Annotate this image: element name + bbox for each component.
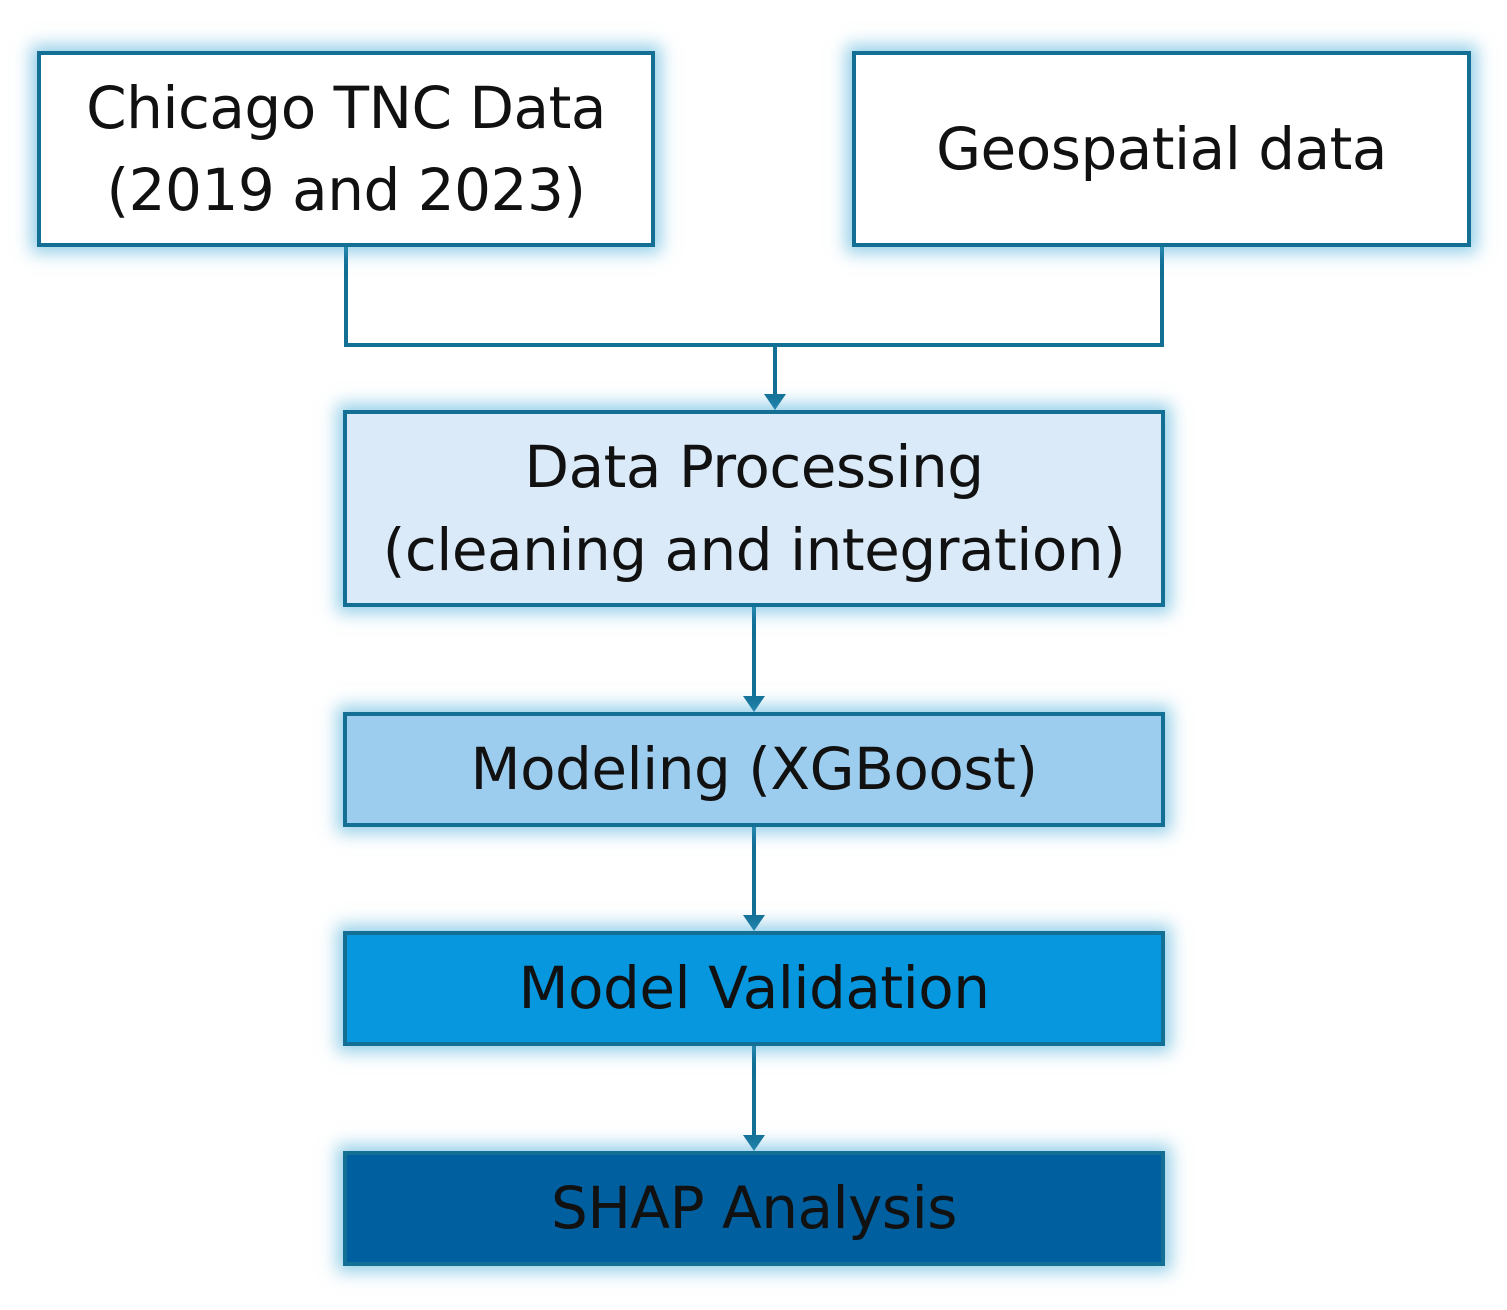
arrowhead-processing-to-modeling xyxy=(743,696,765,712)
node-model-validation: Model Validation xyxy=(343,931,1165,1046)
node-modeling-label: Modeling (XGBoost) xyxy=(470,735,1038,804)
node-label-line: Data Processing xyxy=(524,433,984,502)
connector-geo-to-merge xyxy=(775,247,1164,347)
connector-tnc-to-merge xyxy=(344,247,775,347)
node-chicago-tnc-data-label: Chicago TNC Data (2019 and 2023) xyxy=(86,67,606,232)
arrowhead-merge-to-processing xyxy=(764,394,786,410)
node-label-line: (2019 and 2023) xyxy=(106,156,586,224)
node-label-line: (cleaning and integration) xyxy=(382,515,1126,584)
node-data-processing: Data Processing (cleaning and integratio… xyxy=(343,410,1165,607)
node-geospatial-data-label: Geospatial data xyxy=(936,114,1387,183)
node-label-line: Chicago TNC Data xyxy=(86,73,606,142)
node-modeling: Modeling (XGBoost) xyxy=(343,712,1165,827)
arrowhead-validation-to-shap xyxy=(743,1135,765,1151)
node-model-validation-label: Model Validation xyxy=(518,954,990,1023)
node-chicago-tnc-data: Chicago TNC Data (2019 and 2023) xyxy=(37,51,655,247)
node-shap-analysis-label: SHAP Analysis xyxy=(551,1174,958,1243)
node-data-processing-label: Data Processing (cleaning and integratio… xyxy=(383,426,1126,591)
node-geospatial-data: Geospatial data xyxy=(852,51,1471,247)
arrowhead-modeling-to-validation xyxy=(743,915,765,931)
node-shap-analysis: SHAP Analysis xyxy=(343,1151,1165,1266)
